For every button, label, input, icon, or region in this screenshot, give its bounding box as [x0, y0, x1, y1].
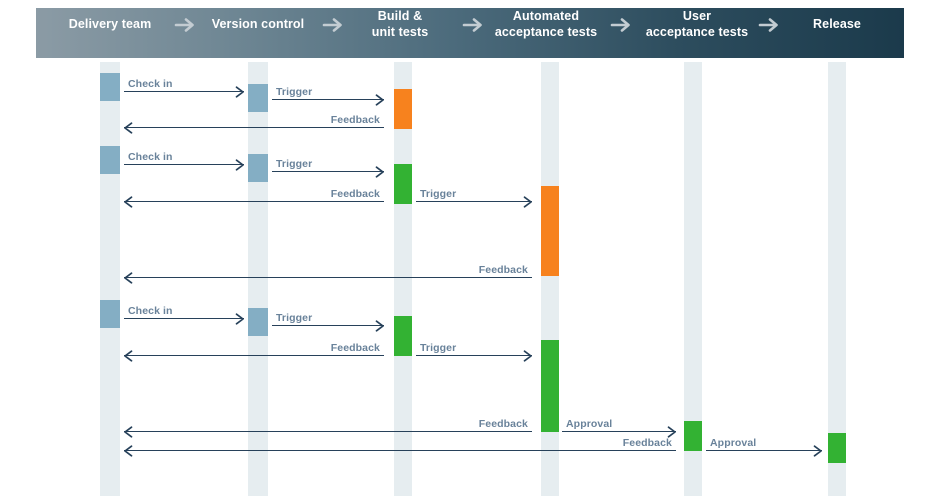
arrow-line — [124, 127, 384, 128]
arrow-right-icon — [752, 0, 786, 50]
arrow-line — [124, 450, 676, 451]
arrow-line — [124, 431, 532, 432]
arrow-line — [272, 171, 384, 172]
lane-user-acceptance — [684, 62, 702, 496]
arrow-right-icon — [604, 0, 638, 50]
msg-checkin-1: Check in — [124, 78, 244, 98]
message-label: Trigger — [276, 158, 313, 170]
msg-trigger-2: Trigger — [272, 158, 384, 178]
build-block-3 — [394, 316, 412, 356]
message-label: Trigger — [276, 312, 313, 324]
arrow-head-right-icon — [811, 445, 823, 457]
vc-block-3 — [248, 308, 268, 336]
message-label: Feedback — [478, 264, 528, 276]
arrow-line — [416, 355, 532, 356]
arrow-right-icon — [456, 0, 490, 50]
lane-delivery-team — [100, 62, 120, 496]
arrow-head-left-icon — [123, 445, 135, 457]
arrow-head-right-icon — [373, 320, 385, 332]
arrow-head-right-icon — [373, 166, 385, 178]
arrow-line — [706, 450, 822, 451]
release-block-1 — [828, 433, 846, 463]
message-label: Trigger — [276, 86, 313, 98]
arrow-right-icon — [168, 0, 202, 50]
msg-feedback-1: Feedback — [124, 114, 384, 134]
stage-label-version-control: Version control — [211, 17, 305, 32]
arrow-line — [124, 201, 384, 202]
msg-feedback-2: Feedback — [124, 188, 384, 208]
msg-trigger-1: Trigger — [272, 86, 384, 106]
arrow-head-right-icon — [521, 196, 533, 208]
arrow-line — [124, 318, 244, 319]
msg-feedback-5: Feedback — [124, 418, 532, 438]
arrow-line — [272, 99, 384, 100]
checkin-block-1 — [100, 73, 120, 101]
lane-release — [828, 62, 846, 496]
build-block-1 — [394, 89, 412, 129]
message-label: Trigger — [420, 342, 457, 354]
arrow-head-left-icon — [123, 272, 135, 284]
arrow-head-right-icon — [233, 313, 245, 325]
msg-trigger-5: Trigger — [416, 342, 532, 362]
msg-trigger-4: Trigger — [272, 312, 384, 332]
aat-block-2 — [541, 340, 559, 432]
arrow-head-right-icon — [665, 426, 677, 438]
msg-approval-1: Approval — [562, 418, 676, 438]
arrow-line — [124, 277, 532, 278]
message-label: Trigger — [420, 188, 457, 200]
stage-label-release: Release — [813, 17, 861, 32]
uat-block-1 — [684, 421, 702, 451]
arrow-line — [124, 91, 244, 92]
message-label: Approval — [710, 437, 757, 449]
vc-block-2 — [248, 154, 268, 182]
arrow-head-right-icon — [233, 159, 245, 171]
checkin-block-2 — [100, 146, 120, 174]
arrow-head-right-icon — [233, 86, 245, 98]
arrow-line — [124, 164, 244, 165]
stage-label-delivery-team: Delivery team — [68, 17, 152, 32]
msg-feedback-3: Feedback — [124, 264, 532, 284]
msg-checkin-3: Check in — [124, 305, 244, 325]
pipeline-header-bar — [36, 8, 904, 58]
message-label: Check in — [128, 151, 173, 163]
msg-trigger-3: Trigger — [416, 188, 532, 208]
message-label: Feedback — [330, 114, 380, 126]
msg-feedback-6: Feedback — [124, 437, 676, 457]
arrow-head-left-icon — [123, 350, 135, 362]
message-label: Feedback — [622, 437, 672, 449]
arrow-line — [562, 431, 676, 432]
build-block-2 — [394, 164, 412, 204]
msg-checkin-2: Check in — [124, 151, 244, 171]
aat-block-1 — [541, 186, 559, 276]
arrow-line — [416, 201, 532, 202]
vc-block-1 — [248, 84, 268, 112]
stage-label-build-unit-tests: Build &unit tests — [371, 9, 429, 39]
arrow-head-left-icon — [123, 426, 135, 438]
message-label: Check in — [128, 78, 173, 90]
arrow-line — [272, 325, 384, 326]
message-label: Approval — [566, 418, 613, 430]
message-label: Feedback — [330, 342, 380, 354]
arrow-line — [124, 355, 384, 356]
message-label: Feedback — [330, 188, 380, 200]
message-label: Check in — [128, 305, 173, 317]
checkin-block-3 — [100, 300, 120, 328]
arrow-head-left-icon — [123, 196, 135, 208]
arrow-head-right-icon — [521, 350, 533, 362]
arrow-head-right-icon — [373, 94, 385, 106]
msg-approval-2: Approval — [706, 437, 822, 457]
arrow-head-left-icon — [123, 122, 135, 134]
msg-feedback-4: Feedback — [124, 342, 384, 362]
arrow-right-icon — [316, 0, 350, 50]
message-label: Feedback — [478, 418, 528, 430]
